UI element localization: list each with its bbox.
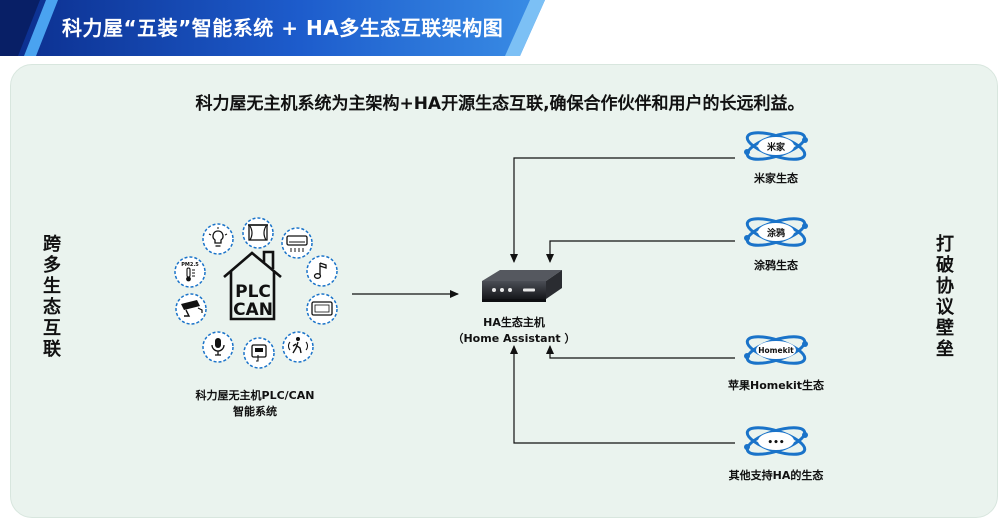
diagram-subtitle: 科力屋无主机系统为主架构+HA开源生态互联,确保合作伙伴和用户的长远利益。 [195, 94, 805, 114]
plc-text: PLC [235, 282, 271, 302]
can-text: CAN [233, 300, 273, 320]
left-label-char: 联 [43, 339, 61, 360]
air-conditioner-icon [281, 227, 313, 259]
left-side-label: 跨 多 生 态 互 联 [40, 234, 64, 360]
ha-hub-caption: HA生态主机 （Home Assistant ） [434, 314, 594, 346]
tuya-label: 涂鸦生态 [754, 259, 798, 272]
right-label-char: 壁 [936, 318, 954, 339]
other-ha-label: 其他支持HA的生态 [728, 469, 824, 482]
mijia-badge-text: 米家 [766, 141, 786, 153]
hub-label-line1: HA生态主机 [483, 316, 545, 329]
lightbulb-icon [202, 223, 234, 255]
camera-icon [175, 293, 207, 325]
right-label-char: 协 [936, 276, 954, 297]
ecosystem-badge-mijia: 米家 [744, 131, 808, 161]
title-banner-shape [0, 0, 545, 56]
curtain-icon [242, 217, 274, 249]
page-title: 科力屋“五装”智能系统 + HA多生态互联架构图 [62, 16, 504, 40]
right-label-char: 打 [936, 234, 954, 255]
other-badge-text: ••• [767, 438, 784, 448]
ha-hub-device [482, 270, 562, 302]
left-label-char: 跨 [43, 234, 61, 255]
title-banner: 科力屋“五装”智能系统 + HA多生态互联架构图 [0, 0, 560, 56]
homekit-connector [546, 345, 735, 359]
other-ha-connector [510, 345, 735, 444]
hub-label-line2: （Home Assistant ） [452, 332, 576, 345]
left-label-char: 生 [43, 276, 61, 297]
house-icon [223, 250, 282, 321]
tv-icon [306, 293, 338, 325]
mijia-label: 米家生态 [754, 172, 798, 185]
left-label-char: 多 [43, 255, 61, 276]
ecosystem-badge-tuya: 涂鸦 [744, 217, 808, 247]
ecosystem-badge-homekit: Homekit [744, 335, 808, 365]
music-note-icon [306, 255, 338, 287]
plc-caption-line1: 科力屋无主机PLC/CAN [195, 389, 315, 402]
right-label-char: 破 [936, 255, 954, 276]
homekit-label: 苹果Homekit生态 [727, 379, 825, 392]
tuya-connector [546, 240, 735, 263]
pm25-text: PM2.5 [181, 262, 199, 268]
left-label-char: 态 [43, 297, 61, 318]
plc-can-system: PLC CAN [174, 217, 338, 369]
plc-system-caption: 科力屋无主机PLC/CAN 智能系统 [160, 387, 350, 419]
homekit-badge-text: Homekit [758, 346, 794, 355]
plc-caption-line2: 智能系统 [233, 405, 277, 418]
ecosystem-badge-other: ••• [744, 426, 808, 456]
mijia-connector [510, 157, 735, 263]
motion-sensor-icon [282, 331, 314, 363]
right-label-char: 议 [936, 297, 954, 318]
right-label-char: 垒 [936, 339, 954, 360]
microphone-icon [202, 331, 234, 363]
left-label-char: 互 [43, 318, 61, 339]
thermometer-icon: PM2.5 [174, 256, 206, 288]
tuya-badge-text: 涂鸦 [767, 227, 785, 239]
panel-switch-icon [243, 337, 275, 369]
right-side-label: 打 破 协 议 壁 垒 [933, 234, 957, 360]
